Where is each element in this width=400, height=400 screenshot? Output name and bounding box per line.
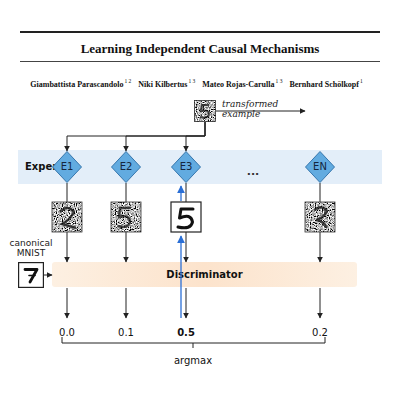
output-image — [305, 202, 335, 232]
expert-diamond: E3 — [171, 151, 201, 183]
input-text: transformed example — [222, 99, 280, 119]
noise-image — [111, 202, 141, 232]
ellipsis-box: ... — [213, 160, 293, 179]
argmax-bracket — [62, 337, 325, 348]
image-frame — [305, 202, 335, 232]
expert-text: EN — [313, 161, 327, 172]
affiliation-number: 1 3 — [276, 78, 283, 84]
discriminator-box: Discriminator — [52, 262, 357, 287]
top-rule — [20, 31, 380, 33]
expert-diamond: EN — [305, 151, 335, 183]
digit-stroke — [25, 270, 37, 283]
argmax-label-box: argmax — [153, 349, 233, 368]
diamond-outline — [112, 152, 141, 183]
flow-arrow — [186, 122, 205, 151]
score-value-box: 0.0 — [27, 321, 107, 340]
score-value: 0.2 — [312, 327, 328, 338]
flow-arrow — [216, 111, 305, 112]
digit-stroke — [60, 208, 76, 228]
author-name: Bernhard Schölkopf — [289, 80, 359, 89]
expert-text: E2 — [120, 161, 133, 172]
diamond-outline — [53, 152, 82, 183]
gradient-arrow — [180, 236, 181, 318]
author-name: Niki Kilbertus — [138, 80, 187, 89]
expert-diamond: E2 — [111, 151, 141, 183]
image-frame — [111, 202, 141, 232]
diamond-outline — [306, 152, 335, 183]
digit-image — [18, 262, 44, 288]
discriminator-text: Discriminator — [166, 269, 242, 280]
noise-image — [194, 100, 216, 122]
paper-title: Learning Independent Causal Mechanisms — [81, 41, 320, 56]
digit-stroke — [178, 209, 193, 228]
image-frame — [195, 101, 216, 122]
canonical-image: canonical MNIST — [18, 262, 44, 288]
image-frame — [19, 263, 44, 288]
score-arrow — [67, 288, 68, 318]
output-image — [111, 202, 141, 232]
digit-stroke — [314, 207, 327, 228]
score-arrow — [126, 288, 127, 318]
input-image: transformed example — [194, 100, 216, 122]
output-image — [171, 202, 201, 232]
expert-diamond: E1 — [52, 151, 82, 183]
score-arrows — [67, 288, 320, 318]
flow-arrow — [126, 122, 205, 151]
score-value-box: 0.2 — [280, 321, 360, 340]
digit-stroke — [29, 275, 35, 277]
gradient-arrows — [180, 186, 181, 318]
argmax-label: argmax — [174, 355, 212, 366]
score-value: 0.1 — [118, 327, 134, 338]
ellipsis: ... — [247, 165, 260, 178]
affiliation-number: 1 2 — [124, 78, 131, 84]
flow-arrow — [67, 122, 205, 151]
noise-image — [305, 202, 335, 232]
expert-text: E1 — [61, 161, 74, 172]
flow-arrow — [44, 275, 52, 276]
score-value: 0.0 — [59, 327, 75, 338]
title-row: Learning Independent Causal Mechanisms — [0, 38, 400, 57]
score-arrow — [320, 288, 321, 318]
affiliation-number: 1 — [360, 78, 363, 84]
experts-band: ExpertsE1E2E3EN — [18, 150, 382, 184]
author-name: Mateo Rojas-Carulla — [202, 80, 274, 89]
author-row: Giambattista Parascandolo1 2 Niki Kilbert… — [0, 72, 400, 91]
canonical-text: canonical MNIST — [5, 238, 57, 258]
gradient-arrow — [180, 186, 181, 201]
score-value: 0.5 — [177, 327, 195, 338]
noise-image — [52, 202, 82, 232]
clean-image — [171, 202, 201, 232]
title-rule — [20, 61, 380, 62]
affiliation-number: 1 3 — [188, 78, 195, 84]
image-frame — [52, 202, 82, 232]
noise-image — [194, 100, 216, 122]
expert-text: E3 — [180, 161, 193, 172]
score-value-box: 0.5 — [146, 321, 226, 340]
score-arrow — [186, 288, 187, 318]
digit-stroke — [200, 105, 209, 118]
output-image — [52, 202, 82, 232]
author-name: Giambattista Parascandolo — [30, 80, 123, 89]
digit-stroke — [118, 208, 131, 227]
score-value-box: 0.1 — [86, 321, 166, 340]
diamond-outline — [172, 152, 201, 183]
